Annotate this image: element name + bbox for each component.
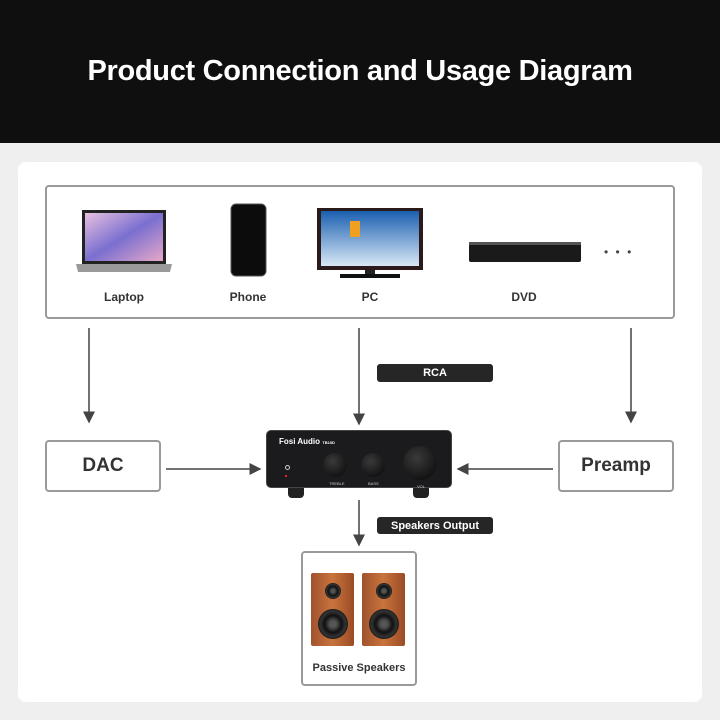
preamp-box: Preamp: [558, 440, 674, 492]
speaker-left-icon: [311, 573, 354, 646]
page-title: Product Connection and Usage Diagram: [87, 55, 633, 87]
treble-label: TREBLE: [329, 481, 345, 486]
source-pc: PC: [310, 190, 430, 310]
dvd-player-icon: [469, 242, 581, 262]
source-laptop: Laptop: [72, 190, 176, 310]
more-devices-ellipsis: • • •: [604, 245, 634, 259]
source-label: PC: [361, 290, 379, 304]
bass-label: BASS: [368, 481, 379, 486]
speaker-right-icon: [362, 573, 405, 646]
source-phone: Phone: [210, 190, 286, 310]
speakers-output-label: Speakers Output: [377, 517, 493, 534]
source-label: DVD: [511, 290, 537, 304]
amp-foot: [413, 488, 429, 498]
phone-icon: [230, 203, 267, 277]
passive-speakers-label: Passive Speakers: [312, 662, 406, 674]
rca-label: RCA: [377, 364, 493, 382]
monitor-icon: [317, 208, 423, 278]
treble-knob: [323, 453, 347, 477]
source-dvd: DVD: [464, 190, 584, 310]
volume-label: VOL: [417, 484, 426, 489]
amp-foot: [288, 488, 304, 498]
volume-knob: [403, 446, 437, 480]
power-led: [285, 475, 287, 477]
amp-brand: Fosi Audio TB10D: [279, 437, 335, 446]
bass-knob: [361, 453, 385, 477]
amplifier: Fosi Audio TB10D TREBLE BASS VOL: [266, 430, 452, 489]
dac-box: DAC: [45, 440, 161, 492]
power-icon: [285, 465, 290, 470]
laptop-icon: [76, 210, 172, 272]
header-banner: Product Connection and Usage Diagram: [0, 0, 720, 143]
source-label: Laptop: [104, 290, 144, 304]
source-label: Phone: [229, 290, 267, 304]
